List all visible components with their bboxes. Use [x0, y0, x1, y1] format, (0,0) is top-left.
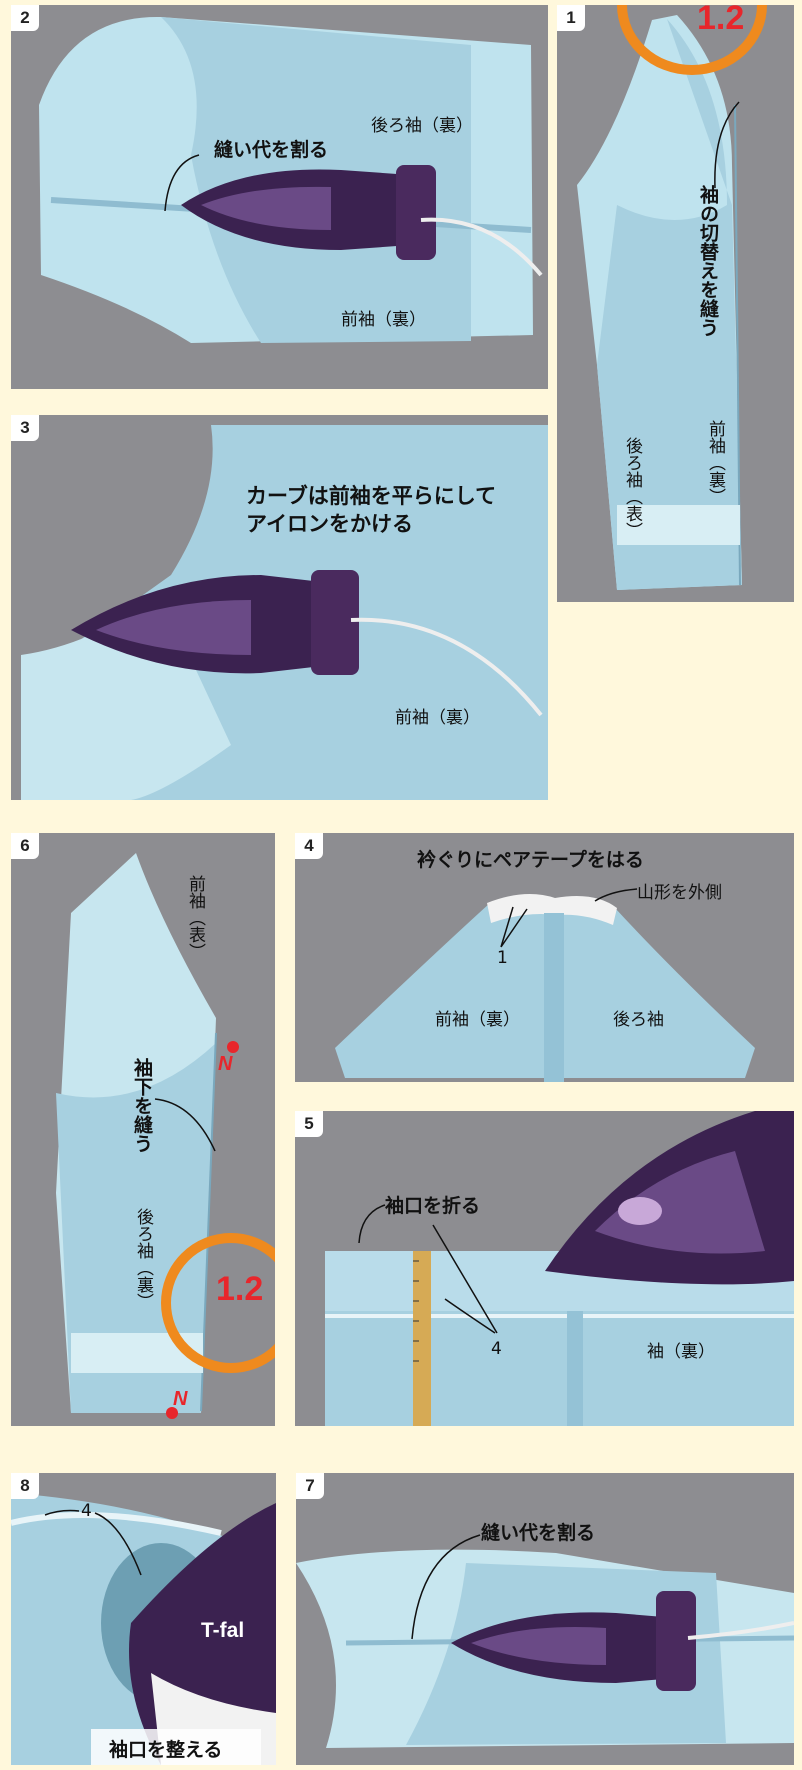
- seam-allowance-value: 1.2: [216, 1270, 264, 1308]
- label-press-seam: 縫い代を割る: [214, 139, 329, 161]
- step-1-panel: 1.2 1 袖の切替えを縫う 前袖（裏） 後ろ袖（表）: [557, 5, 794, 602]
- step-number: 3: [11, 415, 39, 441]
- label-sew-seam: 袖の切替えを縫う: [697, 185, 719, 337]
- label-curve-line1: カーブは前袖を平らにして: [246, 484, 497, 508]
- step-5-panel: 5 袖口を折る 4 袖（裏）: [295, 1111, 794, 1426]
- iron-icon: [181, 165, 543, 277]
- sleeve-photo: [39, 16, 543, 344]
- label-ref-4: 4: [81, 1501, 92, 1521]
- label-back-sleeve: 後ろ袖（表）: [622, 437, 642, 539]
- leader-line: [714, 101, 740, 189]
- leader-line: [44, 1509, 142, 1576]
- label-back-sleeve: 後ろ袖（裏）: [133, 1208, 153, 1310]
- label-press-seam: 縫い代を割る: [481, 1522, 596, 1544]
- label-fold-cuff: 袖口を折る: [385, 1195, 481, 1217]
- step-4-panel: 4 衿ぐりにペアテープをはる 山形を外側 1 前袖（裏） 後ろ袖: [295, 833, 794, 1082]
- sleeve-photo: [21, 425, 548, 800]
- label-ref-4: 4: [491, 1339, 502, 1359]
- leader-line: [411, 1534, 481, 1640]
- leader-line: [164, 154, 200, 212]
- iron-icon: [451, 1591, 794, 1691]
- label-curve-line2: アイロンをかける: [246, 512, 413, 536]
- neckline-photo: [335, 894, 755, 1082]
- label-front-sleeve: 前袖（表）: [185, 875, 205, 960]
- step-number: 1: [557, 5, 585, 31]
- label-ref-1: 1: [497, 948, 508, 968]
- cuff-photo: [325, 1111, 794, 1426]
- leader-line: [358, 1204, 498, 1334]
- label-sleeve: 袖（裏）: [647, 1342, 715, 1362]
- step-number: 8: [11, 1473, 39, 1499]
- notch-mark-bottom: N: [173, 1388, 188, 1410]
- brand-logo: T-fal: [201, 1619, 245, 1642]
- leader-line: [594, 888, 638, 902]
- leader-line: [154, 1098, 216, 1152]
- notch-dot-bottom: [166, 1407, 178, 1419]
- seam-allowance-value: 1.2: [697, 5, 745, 37]
- notch-dot-top: [227, 1041, 239, 1053]
- label-adjust-cuff: 袖口を整える: [109, 1739, 223, 1761]
- iron-icon: [71, 570, 543, 717]
- leader-line: [500, 906, 528, 948]
- label-back-sleeve: 後ろ袖: [613, 1010, 664, 1030]
- label-back-sleeve: 後ろ袖（裏）: [371, 116, 473, 136]
- label-outside: 山形を外側: [637, 883, 722, 903]
- notch-mark-top: N: [218, 1053, 233, 1075]
- highlight-circle: [161, 1233, 275, 1373]
- label-front-sleeve: 前袖（裏）: [435, 1010, 520, 1030]
- step-2-panel: 2 縫い代を割る 後ろ袖（裏） 前袖（裏）: [11, 5, 548, 389]
- step-number: 4: [295, 833, 323, 859]
- step-number: 2: [11, 5, 39, 31]
- step-6-panel: 6 前袖（表） 袖下を縫う 後ろ袖（裏） 1.2 N N: [11, 833, 275, 1426]
- label-sew-underarm: 袖下を縫う: [131, 1058, 153, 1153]
- sleeve-photo: [577, 15, 742, 590]
- step-number: 5: [295, 1111, 323, 1137]
- step-7-panel: 7 縫い代を割る: [296, 1473, 794, 1765]
- label-pair-tape: 衿ぐりにペアテープをはる: [417, 849, 644, 871]
- label-front-sleeve: 前袖（裏）: [395, 708, 480, 728]
- label-front-sleeve: 前袖（裏）: [341, 310, 426, 330]
- label-front-sleeve: 前袖（裏）: [705, 420, 725, 505]
- cuff-photo: [11, 1493, 276, 1765]
- step-number: 7: [296, 1473, 324, 1499]
- step-3-panel: 3 カーブは前袖を平らにして アイロンをかける 前袖（裏）: [11, 415, 548, 800]
- ruler-icon: [413, 1251, 431, 1426]
- iron-icon: [545, 1111, 794, 1285]
- sleeve-photo: [296, 1549, 794, 1748]
- step-8-panel: 8 4 T-fal 袖口を整える: [11, 1473, 276, 1765]
- step-number: 6: [11, 833, 39, 859]
- caption-bar: [91, 1729, 261, 1765]
